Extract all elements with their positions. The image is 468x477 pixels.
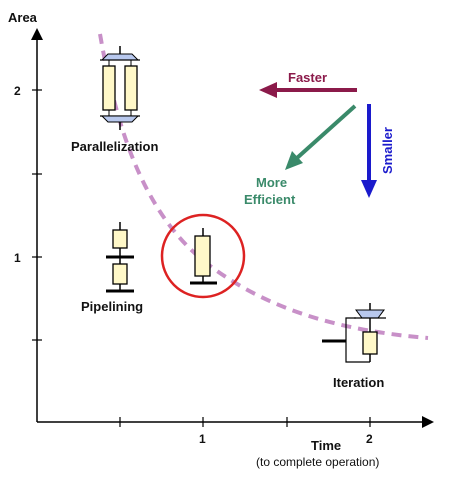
parallelization-icon bbox=[100, 46, 140, 130]
faster-arrow bbox=[259, 82, 357, 98]
iteration-label: Iteration bbox=[333, 375, 384, 390]
more-efficient-label-line1: More bbox=[256, 175, 287, 190]
highlight-circle bbox=[160, 213, 246, 299]
parallelization-label: Parallelization bbox=[71, 139, 158, 154]
y-axis-label: Area bbox=[8, 10, 38, 25]
smaller-label: Smaller bbox=[380, 127, 395, 174]
pipelining-label: Pipelining bbox=[81, 299, 143, 314]
faster-label: Faster bbox=[288, 70, 327, 85]
more-efficient-arrow bbox=[285, 104, 357, 170]
iteration-icon bbox=[322, 303, 386, 363]
y-tick-1: 1 bbox=[14, 251, 21, 265]
smaller-arrow bbox=[361, 104, 377, 198]
x-axis-ticks bbox=[119, 417, 371, 427]
baseline-design-icon bbox=[190, 228, 217, 285]
pipelining-icon bbox=[106, 222, 134, 293]
y-axis-ticks bbox=[32, 89, 42, 341]
x-axis-sublabel: (to complete operation) bbox=[256, 455, 379, 469]
x-axis-label: Time bbox=[311, 438, 341, 453]
x-tick-2: 2 bbox=[366, 432, 373, 446]
y-tick-2: 2 bbox=[14, 84, 21, 98]
x-tick-1: 1 bbox=[199, 432, 206, 446]
more-efficient-label-line2: Efficient bbox=[244, 192, 296, 207]
